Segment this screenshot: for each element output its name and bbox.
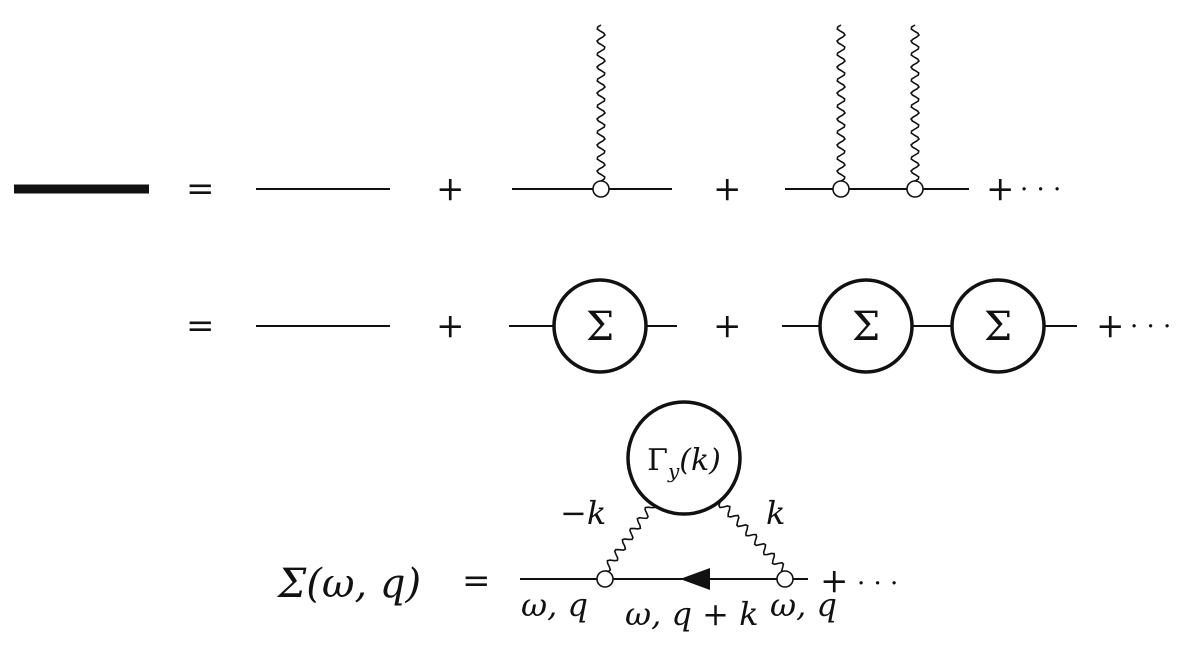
row2-ellipsis: · · · [1130,312,1171,342]
row2-plus-2: + [713,306,742,346]
vertex [832,180,850,198]
row3-plus: + [820,561,849,601]
photon-line [595,24,607,182]
row3-ellipsis: · · · [857,569,898,599]
vertex [906,180,924,198]
left-line-label: ω, q [521,586,588,624]
right-momentum-label: k [766,494,785,532]
row1-plus-3: + [986,169,1015,209]
vertex [592,180,610,198]
row1-ellipsis: · · · [1020,175,1061,205]
photon-line [909,24,921,182]
self-energy-lhs: Σ(ω, q) [276,561,421,607]
sigma-symbol: Σ [984,304,1012,350]
right-line-label: ω, q [770,586,837,624]
propagator-arrow [680,568,710,590]
row1-plus-1: + [436,169,465,209]
photon-line-left [604,506,656,573]
left-momentum-label: −k [560,494,606,532]
photon-line [835,24,847,182]
row2-plus-3: + [1096,306,1125,346]
photon-line-right [718,501,785,574]
row2-plus-1: + [436,306,465,346]
gamma-label: Γy(k) [647,443,721,483]
middle-line-label: ω, q + k [625,595,758,633]
sigma-symbol: Σ [586,304,614,350]
row1-equals: = [186,169,215,209]
gamma-blob [626,400,742,516]
row1-plus-2: + [713,169,742,209]
vertex [596,570,614,588]
row3-equals: = [462,561,491,601]
vertex [776,570,794,588]
sigma-symbol: Σ [852,304,880,350]
row2-equals: = [186,306,215,346]
